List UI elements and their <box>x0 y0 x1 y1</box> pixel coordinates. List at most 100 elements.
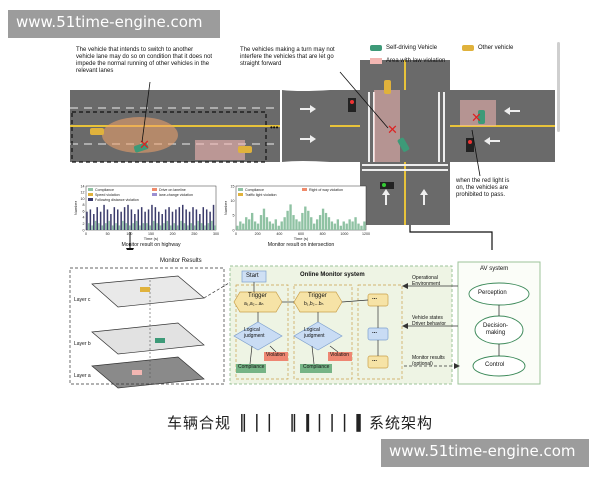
y-tick-label: 14 <box>81 184 85 188</box>
legend-violation-area: Area with law violation <box>386 58 446 64</box>
scrollbar-thumb[interactable] <box>557 42 560 132</box>
other-vehicle <box>384 80 391 94</box>
dots-result-label: ... <box>372 357 378 363</box>
annotation-line: on, the vehicles are <box>456 184 509 191</box>
x-tick-label: 600 <box>298 232 304 236</box>
legend-swatch <box>152 193 157 196</box>
chart-bar <box>176 225 179 230</box>
violation-a-label: Violation <box>266 352 286 358</box>
link-monitor-results: Monitor results (optional) <box>412 355 445 368</box>
chart-bar <box>262 208 266 230</box>
connector-scene-to-av <box>409 225 493 250</box>
chart-bar <box>94 220 97 230</box>
chart-bar <box>360 225 363 230</box>
chart-bar <box>195 209 198 230</box>
chart-bar <box>209 211 211 230</box>
chart-bar <box>315 219 319 230</box>
trigger-a-params: a₁,a₂...aₙ <box>244 301 264 307</box>
judgment-line: judgment <box>304 332 325 339</box>
chart-bar <box>181 204 184 230</box>
chart-bar <box>144 211 146 230</box>
chart-bar <box>248 219 251 230</box>
chart-bar <box>354 217 357 230</box>
chart-bar <box>105 223 107 230</box>
judgment-line: Logical <box>244 327 260 333</box>
judgment-b-node <box>293 321 343 351</box>
annotation-line: impede the normal running of other vehic… <box>76 60 210 67</box>
annotation-lane-change: The vehicle that intends to switch to an… <box>76 47 276 75</box>
chart-bar <box>199 214 201 230</box>
chart-bar <box>265 217 269 230</box>
chart-bar <box>180 220 182 230</box>
chart-bar <box>135 220 138 230</box>
chart-bar <box>175 209 177 230</box>
x-tick-label: 100 <box>126 232 132 236</box>
dots-trigger-node <box>367 293 389 307</box>
x-tick-label: 1000 <box>340 232 348 236</box>
chart-bar <box>110 214 112 230</box>
chart-bar <box>86 211 88 230</box>
judgment-a-node <box>233 321 283 351</box>
link-line: Operational <box>412 275 438 281</box>
chart-bar <box>116 209 119 230</box>
chart-bar <box>93 214 95 230</box>
link-line: (optional) <box>412 360 433 367</box>
layer-b-plane <box>91 322 205 355</box>
x-tick-label: 200 <box>255 232 261 236</box>
legend-label: Traffic light violation <box>245 193 277 197</box>
start-label: Start <box>246 273 259 279</box>
decision-line: Decision- <box>483 323 509 329</box>
traffic-light <box>380 182 394 189</box>
chart-bar <box>245 217 248 230</box>
trigger-b-params: b₁,b₂...bₙ <box>304 301 324 307</box>
chart-bar <box>156 223 158 230</box>
layer-a-label: Layer a <box>74 373 91 379</box>
chart-bar <box>253 221 257 230</box>
legend-swatch <box>238 193 243 196</box>
x-tick-label: 300 <box>213 232 219 236</box>
chart-bar <box>313 223 316 230</box>
chart-bar <box>159 225 162 230</box>
svg-text:•••: ••• <box>270 123 279 132</box>
chart-bar <box>164 209 167 230</box>
chart-bar <box>158 211 160 230</box>
chart-bar <box>259 215 263 230</box>
violation-cross-icon: ✕ <box>471 111 482 126</box>
x-tick-label: 250 <box>191 232 197 236</box>
chart-bar <box>101 225 104 230</box>
legend-swatch <box>238 188 243 191</box>
violation-cross-icon: ✕ <box>139 138 150 153</box>
x-axis-label: Time (s) <box>294 236 309 241</box>
chart-bar <box>111 225 114 230</box>
chart-bar <box>96 207 98 230</box>
y-tick-label: 4 <box>83 216 85 220</box>
chart-bar <box>321 208 325 230</box>
x-tick-label: 50 <box>106 232 110 236</box>
y-tick-label: 12 <box>81 191 85 195</box>
chart-bar <box>118 225 121 230</box>
traffic-light <box>348 98 356 112</box>
chart-bar <box>318 215 322 230</box>
chart-bar <box>192 207 194 230</box>
chart-bar <box>91 225 93 230</box>
chart-bar <box>310 217 313 230</box>
self-driving-vehicle <box>397 137 410 152</box>
chart-bar <box>336 219 340 230</box>
violation-area-highway <box>195 140 245 160</box>
chart-bar <box>170 225 172 230</box>
legend-other: Other vehicle <box>478 45 514 51</box>
chart-bar <box>277 225 280 230</box>
monitor-results-label: Monitor Results <box>160 258 202 264</box>
chart-bar <box>345 223 348 230</box>
legend-label: Compliance <box>245 188 264 192</box>
chart-bar <box>120 211 122 230</box>
chart-bar <box>171 211 174 230</box>
legend-swatch-self-driving <box>370 45 382 51</box>
y-tick-label: 10 <box>231 199 235 203</box>
chart-bar <box>178 207 181 230</box>
chart-bar <box>106 209 109 230</box>
highway-detail-frame <box>71 111 267 163</box>
judgment-a-label: Logical judgment <box>244 327 265 340</box>
layer-c-label: Layer c <box>74 297 91 303</box>
